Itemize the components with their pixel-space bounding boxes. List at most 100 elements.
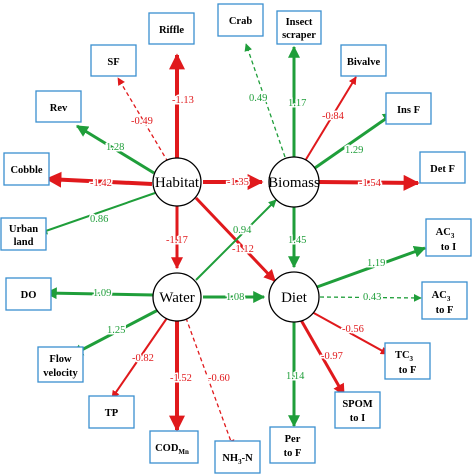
box-ins-f — [385, 92, 432, 125]
box-nh3-n-label: NH3-N — [222, 453, 253, 466]
path-habitat-cobble — [45, 171, 153, 188]
coef-water-tp: -0.82 — [132, 353, 154, 364]
box-det-f — [419, 151, 466, 184]
coef-habitat-water: -1.17 — [166, 235, 188, 246]
coef-diet-ac3tof: 0.43 — [363, 292, 381, 303]
box-urban-land — [0, 217, 47, 251]
box-insect-scraper — [276, 10, 322, 45]
box-riffle-label: Riffle — [159, 25, 184, 36]
coef-diet-ac3toi: 1.19 — [367, 258, 385, 269]
box-per-to-f — [269, 426, 316, 464]
box-cobble-label: Cobble — [10, 165, 42, 176]
box-ac3-to-i-label-1: AC3 — [436, 227, 455, 240]
box-ac3-to-f-label-2: to F — [436, 305, 454, 316]
path-diet-ac3tof — [319, 294, 422, 302]
coef-water-cod: -1.52 — [170, 373, 192, 384]
box-ac3-to-i-label-2: to I — [441, 242, 456, 253]
box-tp — [88, 395, 135, 429]
box-tc3-to-f-label-1: TC3 — [395, 350, 414, 363]
path-habitat-sf — [117, 77, 169, 163]
coef-biomass-crab: 0.49 — [249, 93, 267, 104]
box-urban-land-label-2: land — [14, 237, 34, 248]
coef-diet-tc3tof: -0.56 — [342, 324, 364, 335]
coef-habitat-cobble: -1.42 — [90, 178, 112, 189]
coef-water-biomass: 0.94 — [233, 225, 252, 236]
box-spom-to-i-label-1: SPOM — [342, 399, 372, 410]
box-crab — [217, 3, 264, 37]
path-water-biomass — [195, 199, 277, 281]
coef-habitat-rev: 1.28 — [106, 142, 124, 153]
node-habitat-label: Habitat — [155, 175, 200, 191]
node-diet-label: Diet — [281, 290, 308, 306]
path-water-do — [44, 287, 155, 300]
box-rev-label: Rev — [50, 103, 68, 114]
coef-habitat-biomass: -1.35 — [227, 177, 249, 188]
coef-water-nh3: -0.60 — [208, 373, 230, 384]
coef-biomass-insf: 1.29 — [345, 145, 363, 156]
coef-habitat-sf: -0.49 — [131, 116, 153, 127]
box-tc3-to-f — [384, 342, 431, 380]
coef-biomass-detf: -1.54 — [359, 178, 382, 189]
node-biomass: Biomass — [268, 156, 320, 208]
path-habitat-urban — [39, 192, 156, 235]
box-per-to-f-label-2: to F — [284, 448, 302, 459]
box-sf — [90, 44, 137, 77]
path-water-tp — [111, 317, 168, 399]
coef-biomass-bivalve: -0.84 — [322, 111, 345, 122]
box-per-to-f-label-1: Per — [285, 434, 301, 445]
coef-biomass-diet: 1.45 — [288, 235, 306, 246]
coef-habitat-diet: -1.12 — [232, 244, 254, 255]
coef-water-do: 1.09 — [93, 288, 111, 299]
box-cod-mn — [149, 430, 199, 464]
coef-habitat-riffle: -1.13 — [172, 95, 194, 106]
path-water-nh3 — [185, 317, 235, 448]
coef-water-diet: 1.08 — [226, 292, 244, 303]
box-insect-scraper-label-2: scraper — [282, 30, 316, 41]
path-diet-tc3tof — [311, 311, 389, 355]
box-do — [5, 277, 52, 311]
box-flow-velocity-label-1: Flow — [49, 354, 72, 365]
box-ac3-to-f-label-1: AC3 — [432, 290, 451, 303]
path-biomass-detf — [318, 174, 420, 191]
node-habitat: Habitat — [152, 157, 202, 207]
coef-diet-perf: 1.14 — [286, 371, 305, 382]
node-water-label: Water — [159, 290, 194, 306]
box-urban-land-label-1: Urban — [9, 224, 38, 235]
box-flow-velocity-label-2: velocity — [43, 368, 78, 379]
box-ins-f-label: Ins F — [397, 105, 420, 116]
box-bivalve — [340, 44, 387, 77]
box-do-label: DO — [21, 290, 37, 301]
path-biomass-crab — [244, 43, 286, 158]
path-biomass-bivalve — [304, 76, 357, 162]
box-bivalve-label: Bivalve — [347, 57, 381, 68]
node-biomass-label: Biomass — [268, 175, 320, 191]
box-det-f-label: Det F — [430, 164, 455, 175]
box-sf-label: SF — [107, 57, 119, 68]
box-tc3-to-f-label-2: to F — [399, 365, 417, 376]
box-cod-mn-label: CODMn — [155, 443, 189, 456]
coef-biomass-insect: 1.17 — [288, 98, 306, 109]
path-diet-spom — [299, 319, 346, 397]
path-diet-ac3toi — [316, 246, 427, 289]
path-water-flow — [70, 308, 159, 357]
box-spom-to-i — [334, 391, 381, 429]
box-rev — [35, 90, 82, 123]
box-crab-label: Crab — [229, 16, 252, 27]
node-diet: Diet — [268, 271, 320, 323]
box-ac3-to-f — [421, 281, 468, 320]
node-water: Water — [152, 272, 202, 322]
path-habitat-rev — [75, 124, 155, 175]
box-ac3-to-i — [425, 218, 472, 257]
box-tp-label: TP — [105, 408, 119, 419]
box-insect-scraper-label-1: Insect — [286, 17, 313, 28]
box-spom-to-i-label-2: to I — [350, 413, 365, 424]
box-nh3-n — [214, 440, 261, 474]
coef-water-flow: 1.25 — [107, 325, 125, 336]
box-cobble — [3, 152, 50, 186]
coef-habitat-urban: 0.86 — [90, 214, 108, 225]
box-riffle — [148, 12, 195, 45]
path-biomass-insf — [311, 111, 395, 172]
box-flow-velocity — [37, 346, 84, 383]
